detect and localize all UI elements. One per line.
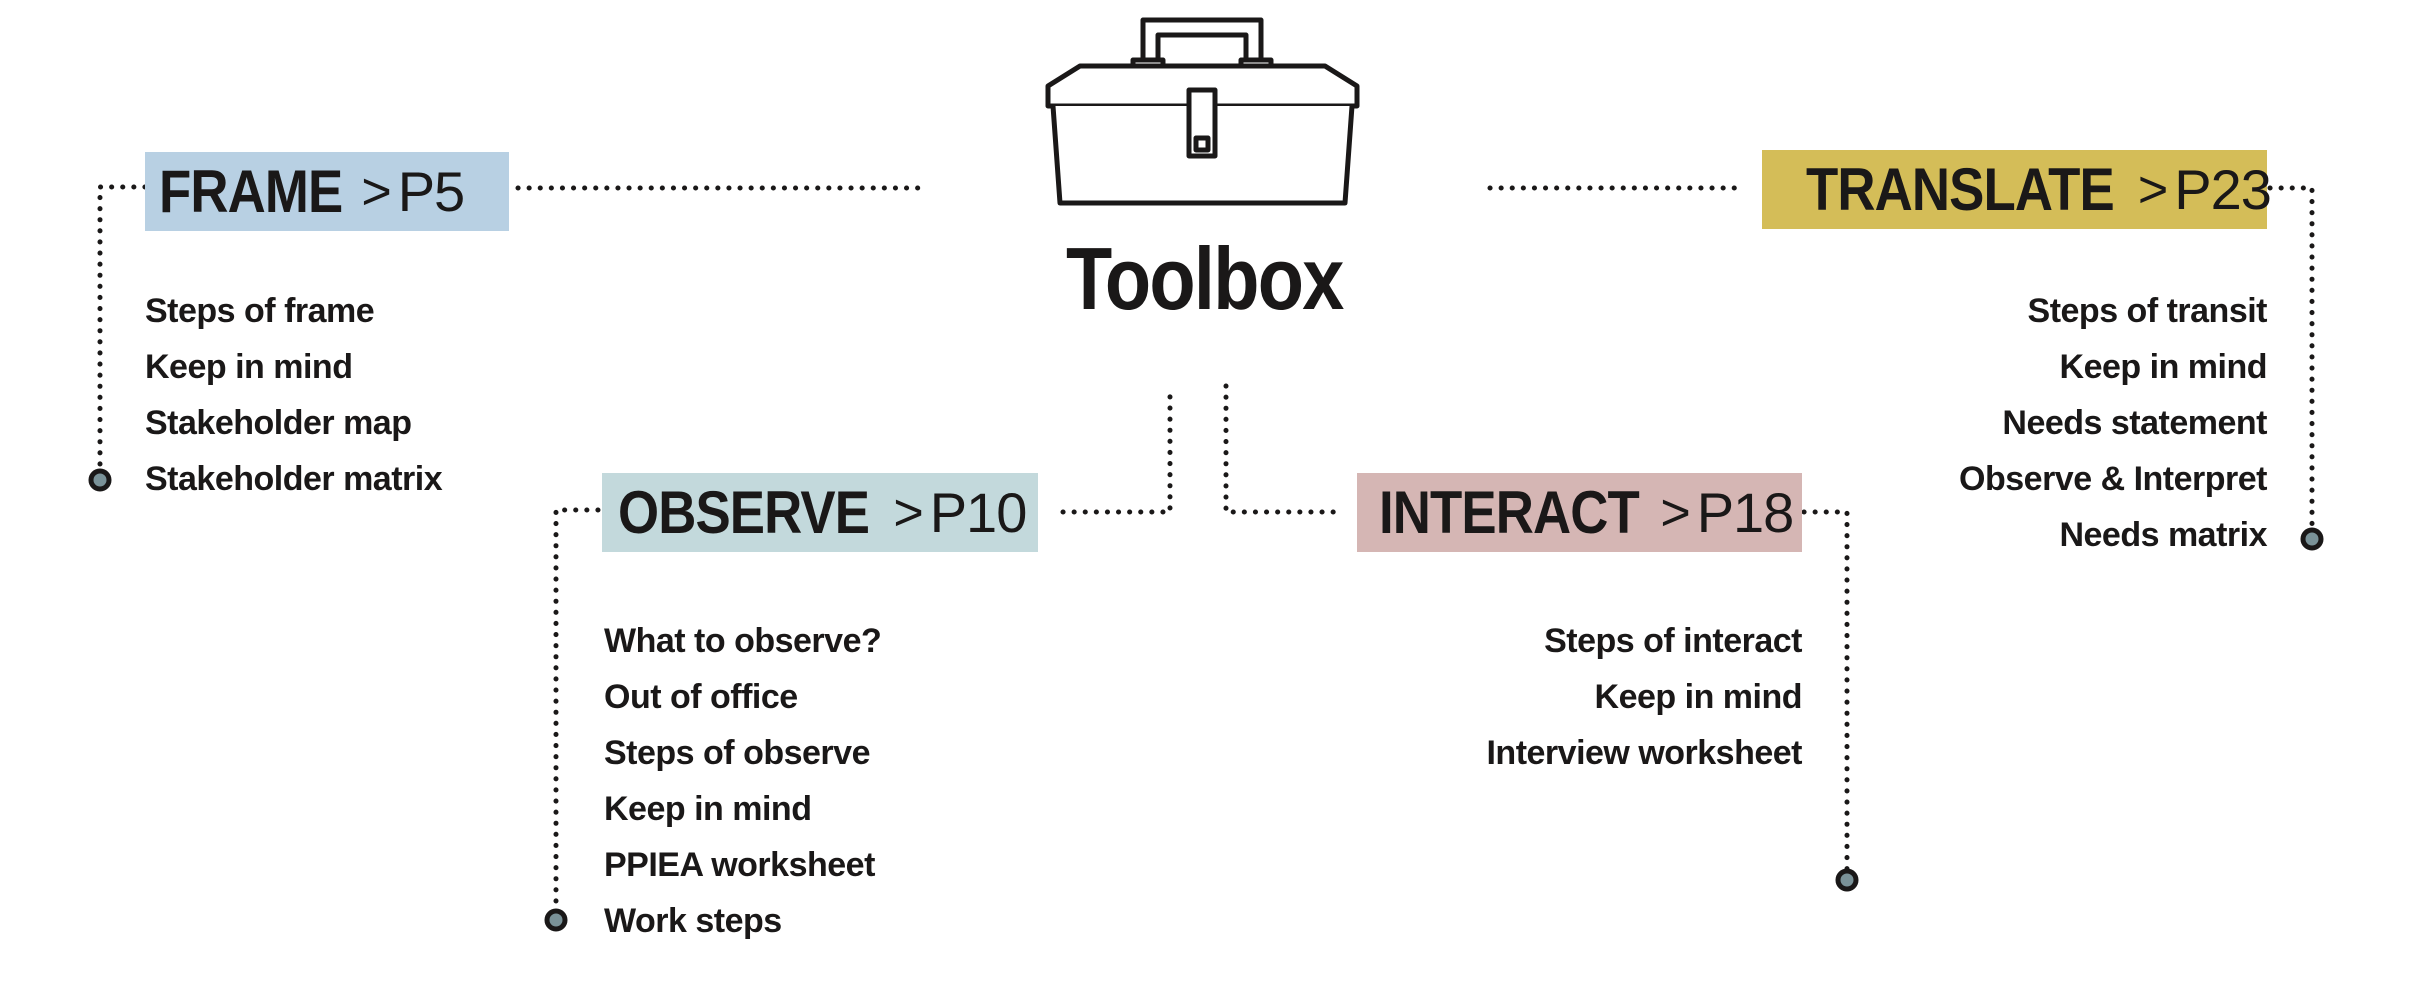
- list-item: Interview worksheet: [1486, 734, 1802, 772]
- translate-page: P23: [2174, 158, 2272, 221]
- interact-end-dot: [1835, 868, 1859, 892]
- frame-end-dot: [88, 468, 112, 492]
- list-item: Steps of frame: [145, 292, 375, 330]
- observe-connector-left: [553, 507, 601, 923]
- list-item: Keep in mind: [1594, 678, 1803, 716]
- observe-end-dot: [544, 908, 568, 932]
- interact-connector-right: [1801, 509, 1850, 883]
- frame-chevron: >: [361, 162, 392, 221]
- observe-steps-list: What to observe? Out of office Steps of …: [604, 613, 882, 949]
- observe-name: OBSERVE: [618, 479, 870, 546]
- list-item: Steps of interact: [1544, 622, 1802, 660]
- translate-chevron: >: [2137, 160, 2169, 219]
- frame-header: FRAME > P5: [145, 152, 509, 231]
- list-item: Observe & Interpret: [1959, 460, 2267, 498]
- frame-page: P5: [397, 160, 465, 223]
- observe-page: P10: [929, 481, 1028, 544]
- observe-connector-right: [1060, 383, 1173, 515]
- list-item: What to observe?: [604, 622, 882, 660]
- interact-steps-list: Steps of interact Keep in mind Interview…: [1402, 613, 1802, 781]
- interact-chevron: >: [1660, 483, 1691, 542]
- toolbox-icon: [1045, 17, 1360, 206]
- interact-name: INTERACT: [1379, 479, 1640, 546]
- list-item: Work steps: [604, 902, 782, 940]
- list-item: Keep in mind: [145, 348, 353, 386]
- frame-connector-left: [97, 184, 148, 482]
- list-item: Out of office: [604, 678, 798, 716]
- translate-header: TRANSLATE > P23: [1762, 150, 2272, 229]
- interact-page: P18: [1696, 481, 1795, 544]
- translate-connector-right: [2267, 185, 2315, 541]
- observe-chevron: >: [893, 483, 924, 542]
- observe-header: OBSERVE > P10: [602, 473, 1038, 552]
- frame-steps-list: Steps of frame Keep in mind Stakeholder …: [145, 283, 443, 507]
- list-item: Needs matrix: [2059, 516, 2267, 554]
- translate-name: TRANSLATE: [1806, 156, 2115, 223]
- translate-end-dot: [2300, 527, 2324, 551]
- list-item: PPIEA worksheet: [604, 846, 875, 884]
- list-item: Stakeholder map: [145, 404, 412, 442]
- diagram-title: Toolbox: [1066, 229, 1344, 328]
- list-item: Steps of transit: [2027, 292, 2268, 330]
- translate-steps-list: Steps of transit Keep in mind Needs stat…: [1867, 283, 2267, 563]
- list-item: Needs statement: [2002, 404, 2267, 442]
- list-item: Keep in mind: [2059, 348, 2268, 386]
- list-item: Stakeholder matrix: [145, 460, 443, 498]
- list-item: Keep in mind: [604, 790, 812, 828]
- interact-header: INTERACT > P18: [1357, 473, 1802, 552]
- frame-name: FRAME: [159, 158, 343, 225]
- list-item: Steps of observe: [604, 734, 870, 772]
- interact-connector-left: [1223, 383, 1339, 515]
